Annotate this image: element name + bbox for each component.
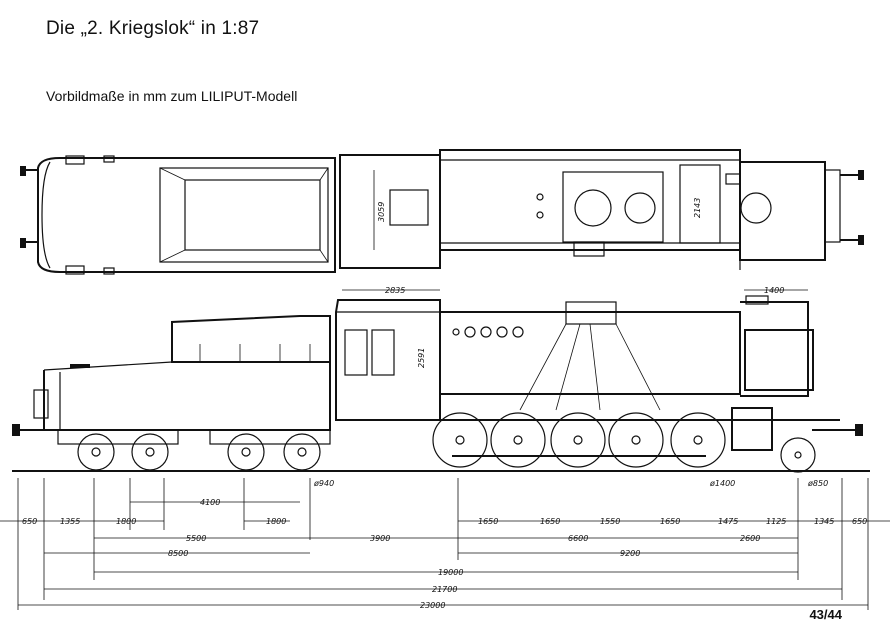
dim-1345: 1345: [814, 517, 834, 526]
dim-4100: 4100: [200, 498, 220, 507]
dim-23000: 23000: [420, 601, 445, 610]
dim-1800-a: 1800: [116, 517, 136, 526]
page-title: Die „2. Kriegslok“ in 1:87: [46, 18, 260, 39]
dim-2835: 2835: [385, 286, 405, 295]
page-number: 43/44: [809, 607, 842, 622]
tender-bogie-rear: [57, 429, 179, 471]
dim-9200: 9200: [620, 549, 640, 558]
dim-1550: 1550: [600, 517, 620, 526]
dim-wheel-1400: ø1400: [709, 479, 735, 488]
dim-21700: 21700: [432, 585, 457, 594]
dim-3900: 3900: [370, 534, 390, 543]
dim-3059: 3059: [377, 202, 386, 222]
dim-19000: 19000: [438, 568, 463, 577]
dim-1650-c: 1650: [660, 517, 680, 526]
dim-1400-top: 1400: [764, 286, 784, 295]
leading-wheel: [780, 437, 816, 473]
dim-650-right: 650: [852, 517, 867, 526]
driving-wheels: [432, 412, 726, 468]
dim-wheel-850: ø850: [807, 479, 828, 488]
dim-1475: 1475: [718, 517, 738, 526]
dim-1650-b: 1650: [540, 517, 560, 526]
dim-5500: 5500: [186, 534, 206, 543]
dim-8500: 8500: [168, 549, 188, 558]
dim-2600: 2600: [740, 534, 760, 543]
top-view: [20, 149, 864, 275]
dim-1125: 1125: [766, 517, 786, 526]
dim-wheel-940: ø940: [313, 479, 334, 488]
dim-1650-a: 1650: [478, 517, 498, 526]
dim-1800-b: 1800: [266, 517, 286, 526]
dim-650-left: 650: [22, 517, 37, 526]
dimension-lines: 2835 1400 3059 2143 2591 ø940 ø1400 ø850…: [0, 198, 890, 610]
dim-2591: 2591: [417, 348, 426, 368]
dim-2143: 2143: [693, 198, 702, 218]
tender-bogie-front: [209, 429, 331, 471]
side-view: [12, 295, 870, 473]
dim-6600: 6600: [568, 534, 588, 543]
dim-1355: 1355: [60, 517, 80, 526]
page-subtitle: Vorbildmaße in mm zum LILIPUT-Modell: [46, 88, 298, 104]
